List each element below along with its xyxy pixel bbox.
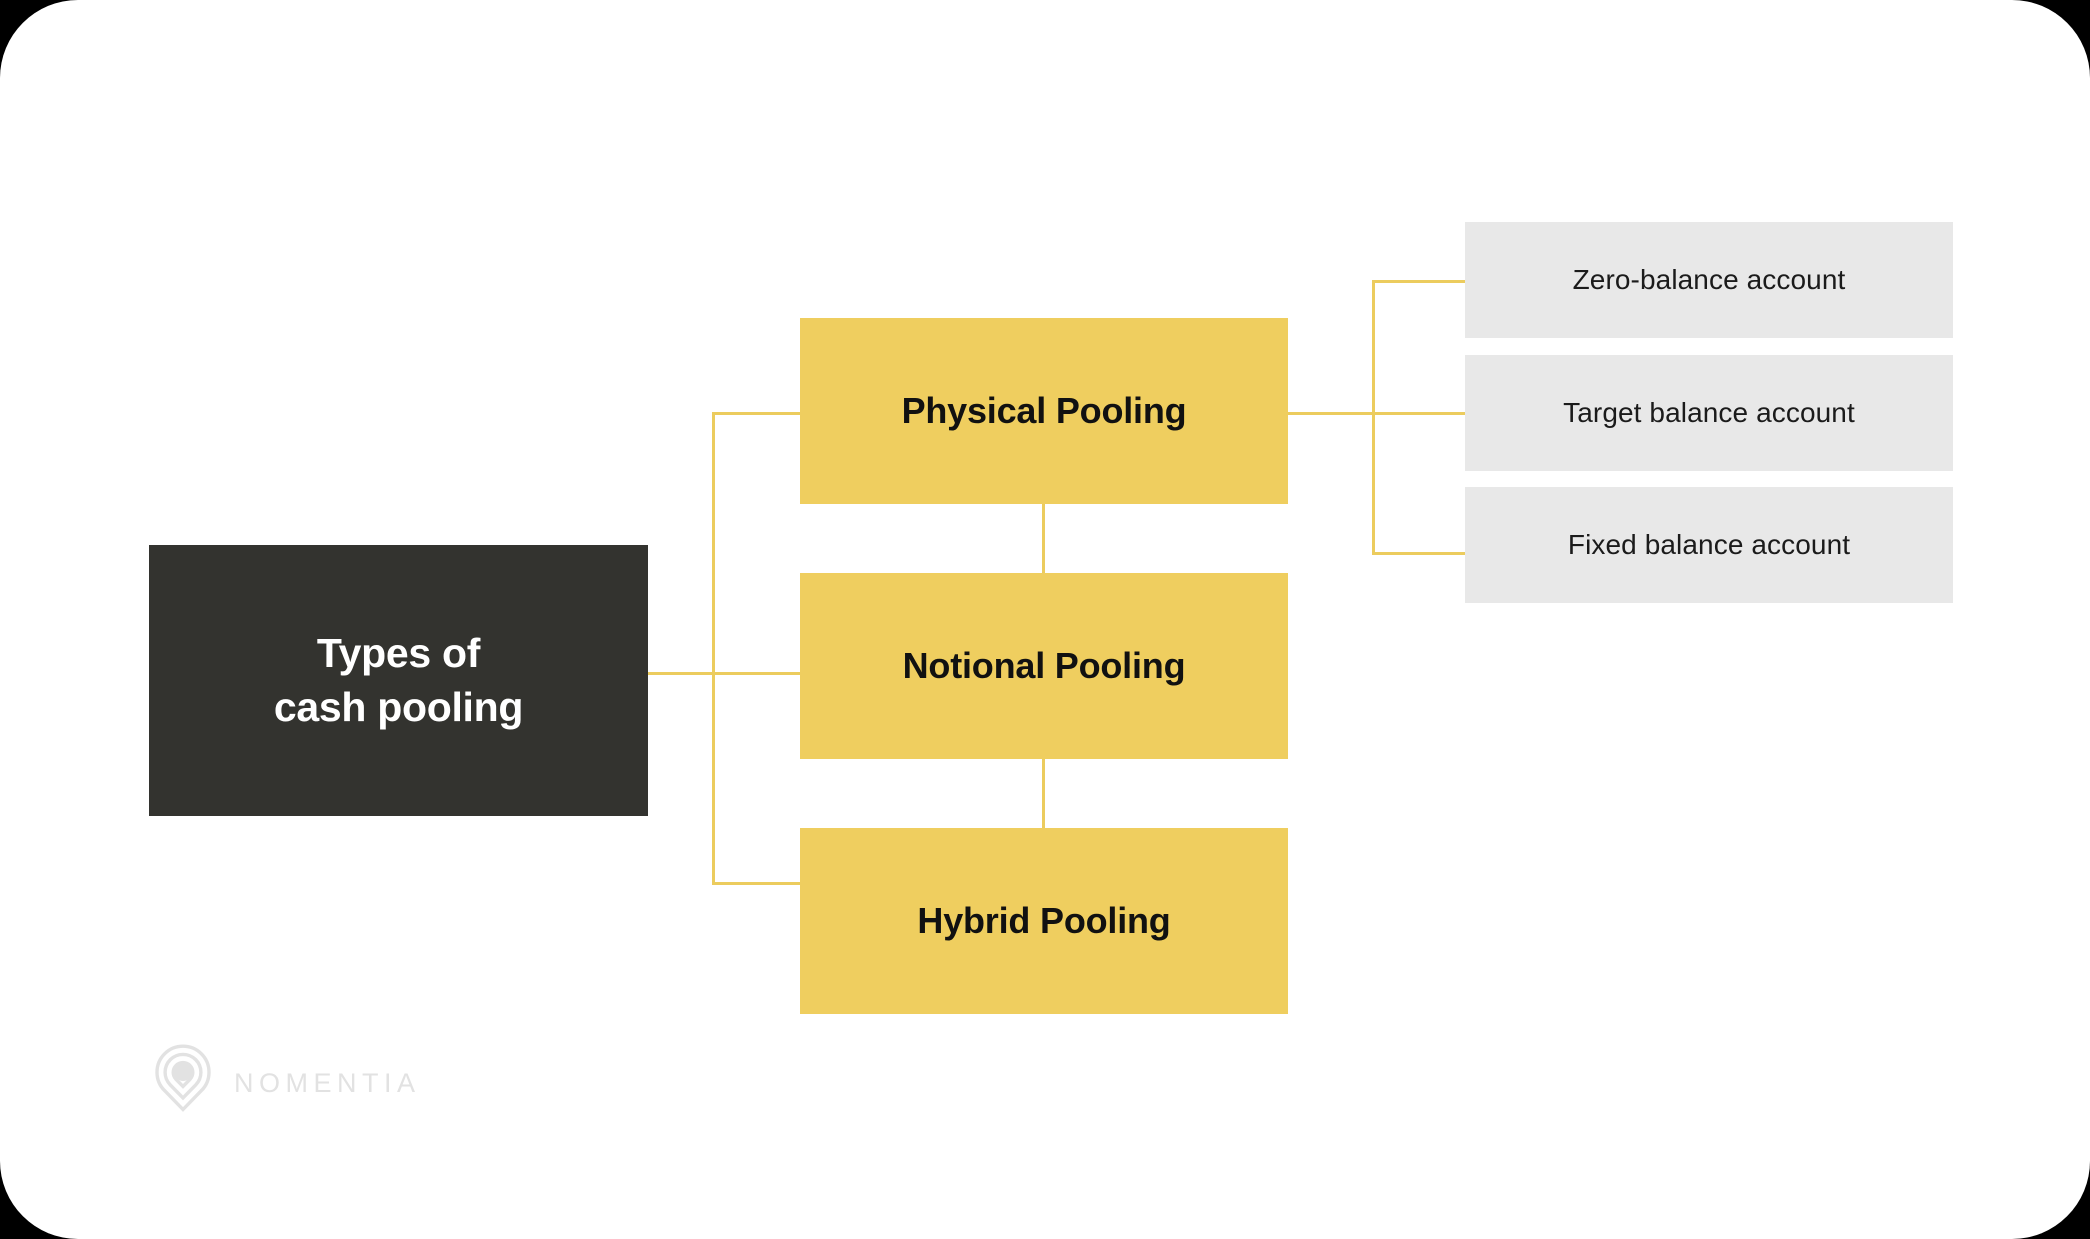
connector-bus-to-hybrid	[712, 882, 801, 885]
nomentia-logo: NOMENTIA	[152, 1043, 421, 1123]
node-zero-balance-account-label: Zero-balance account	[1572, 264, 1846, 295]
node-target-balance-account-label: Target balance account	[1563, 397, 1855, 428]
root-node-line-1: Types of	[316, 630, 481, 677]
node-hybrid-pooling: Hybrid Pooling	[800, 828, 1288, 1014]
connector-root-out	[648, 672, 715, 675]
node-hybrid-pooling-label: Hybrid Pooling	[917, 900, 1171, 941]
nomentia-pin-icon	[155, 1044, 211, 1112]
connector-bus-to-fixed	[1372, 552, 1466, 555]
node-fixed-balance-account: Fixed balance account	[1465, 487, 1953, 603]
connector-bus-to-notional	[712, 672, 801, 675]
node-fixed-balance-account-label: Fixed balance account	[1567, 529, 1851, 560]
node-physical-pooling: Physical Pooling	[800, 318, 1288, 504]
node-target-balance-account: Target balance account	[1465, 355, 1953, 471]
node-types-of-cash-pooling: Types of cash pooling	[149, 545, 648, 816]
connector-notional-to-hybrid	[1042, 758, 1045, 829]
connector-bus-to-physical	[712, 412, 801, 415]
node-notional-pooling-label: Notional Pooling	[902, 645, 1186, 686]
node-zero-balance-account: Zero-balance account	[1465, 222, 1953, 338]
nomentia-wordmark: NOMENTIA	[234, 1067, 421, 1098]
root-node-text: Types of cash pooling	[273, 627, 524, 734]
node-physical-pooling-label: Physical Pooling	[901, 390, 1187, 431]
node-notional-pooling: Notional Pooling	[800, 573, 1288, 759]
connector-bus-to-target	[1372, 412, 1466, 415]
connector-branch-bus	[712, 412, 715, 885]
root-node-line-2: cash pooling	[273, 683, 524, 730]
connector-leaf-bus	[1372, 280, 1375, 555]
connector-bus-to-zero	[1372, 280, 1466, 283]
connector-physical-to-notional	[1042, 504, 1045, 574]
connector-physical-out	[1288, 412, 1374, 415]
